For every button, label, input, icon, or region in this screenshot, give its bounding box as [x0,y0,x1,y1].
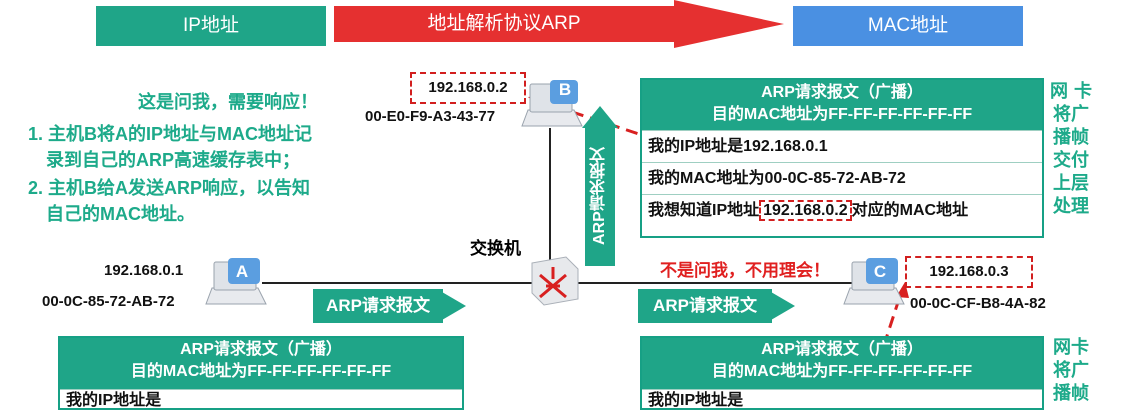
side-char: 交付 [1053,150,1089,170]
host-b-step-1: 1. 主机B将A的IP地址与MAC地址记 [28,124,313,144]
packet-br-side-note: 网卡 将广 播帧 [1047,336,1095,405]
packet-top-side-note-col2: 卡 [1071,80,1095,103]
packet-top: ARP请求报文（广播） 目的MAC地址为FF-FF-FF-FF-FF-FF 我的… [640,78,1044,238]
packet-top-row-3-suffix: 对应的MAC地址 [851,202,969,219]
packet-top-title: ARP请求报文（广播） [761,84,923,101]
side-char: 网 [1050,81,1068,101]
switch-label: 交换机 [470,239,521,258]
mac-address-banner: MAC地址 [793,6,1023,46]
arp-protocol-label: 地址解析协议ARP [427,13,581,34]
packet-bl-header: ARP请求报文（广播） 目的MAC地址为FF-FF-FF-FF-FF-FF [60,338,462,389]
packet-br-row: 我的IP地址是 [642,389,1042,412]
host-b-title: 这是问我，需要响应！ [138,92,318,112]
host-c-ip: 192.168.0.3 [929,263,1009,280]
host-c-ip-box: 192.168.0.3 [905,256,1033,288]
side-char: 将广 [1053,360,1089,380]
packet-bl-dest: 目的MAC地址为FF-FF-FF-FF-FF-FF [130,363,392,380]
right-tag-arrow [771,292,795,320]
host-b-ip-box: 192.168.0.2 [410,72,526,104]
packet-top-side-note: 网 [1047,80,1071,103]
host-a-laptop-icon [205,258,267,305]
host-b-ip: 192.168.0.2 [428,79,508,96]
host-b-step-1b: 录到自己的ARP高速缓存表中； [46,150,301,170]
ip-address-banner: IP地址 [96,6,326,46]
switch-icon [531,256,579,306]
host-a-badge: A [235,262,249,281]
packet-top-target-ip: 192.168.0.2 [759,200,852,221]
host-b-mac: 00-E0-F9-A3-43-77 [365,108,496,125]
host-b-step-2b: 自己的MAC地址。 [46,204,195,224]
vertical-up-arrow [582,106,618,128]
side-char: 处理 [1053,196,1089,216]
right-arp-tag: ARP请求报文 [638,289,772,323]
side-char: 上层 [1053,173,1089,193]
side-char: 将广 [1053,104,1089,124]
arp-arrow [334,0,784,48]
host-c-note: 不是问我，不用理会！ [660,261,830,280]
packet-top-row-1: 我的IP地址是192.168.0.1 [642,130,1042,162]
host-b-step-2: 2. 主机B给A发送ARP响应，以告知 [28,178,311,198]
packet-bl-row: 我的IP地址是 [60,389,462,412]
side-char: 播帧 [1053,127,1089,147]
packet-bottom-right: ARP请求报文（广播） 目的MAC地址为FF-FF-FF-FF-FF-FF 我的… [640,336,1044,410]
host-c-badge: C [873,262,887,281]
packet-br-title: ARP请求报文（广播） [761,341,923,358]
packet-top-side-note-rest: 将广 播帧 交付 上层 处理 [1047,103,1095,218]
packet-br-header: ARP请求报文（广播） 目的MAC地址为FF-FF-FF-FF-FF-FF [642,338,1042,389]
left-arp-tag: ARP请求报文 [313,289,443,323]
packet-bottom-left: ARP请求报文（广播） 目的MAC地址为FF-FF-FF-FF-FF-FF 我的… [58,336,464,410]
packet-top-row-2: 我的MAC地址为00-0C-85-72-AB-72 [642,162,1042,194]
left-tag-arrow [442,292,466,320]
host-b-laptop-icon [521,80,583,127]
packet-top-row-3-prefix: 我想知道IP地址 [648,202,760,219]
host-a-ip: 192.168.0.1 [104,262,184,279]
packet-top-dest: 目的MAC地址为FF-FF-FF-FF-FF-FF [711,106,973,123]
side-char: 播帧 [1053,383,1089,403]
packet-br-dest: 目的MAC地址为FF-FF-FF-FF-FF-FF [711,363,973,380]
host-b-badge: B [558,80,572,99]
vertical-arp-tag: ARP请求报文 [585,126,615,266]
host-c-mac: 00-0C-CF-B8-4A-82 [910,295,1046,312]
host-c-laptop-icon [843,258,905,305]
side-char: 网卡 [1053,337,1089,357]
side-char: 卡 [1074,81,1092,101]
host-a-mac: 00-0C-85-72-AB-72 [42,293,175,310]
packet-bl-title: ARP请求报文（广播） [180,341,342,358]
packet-top-header: ARP请求报文（广播） 目的MAC地址为FF-FF-FF-FF-FF-FF [642,80,1042,130]
